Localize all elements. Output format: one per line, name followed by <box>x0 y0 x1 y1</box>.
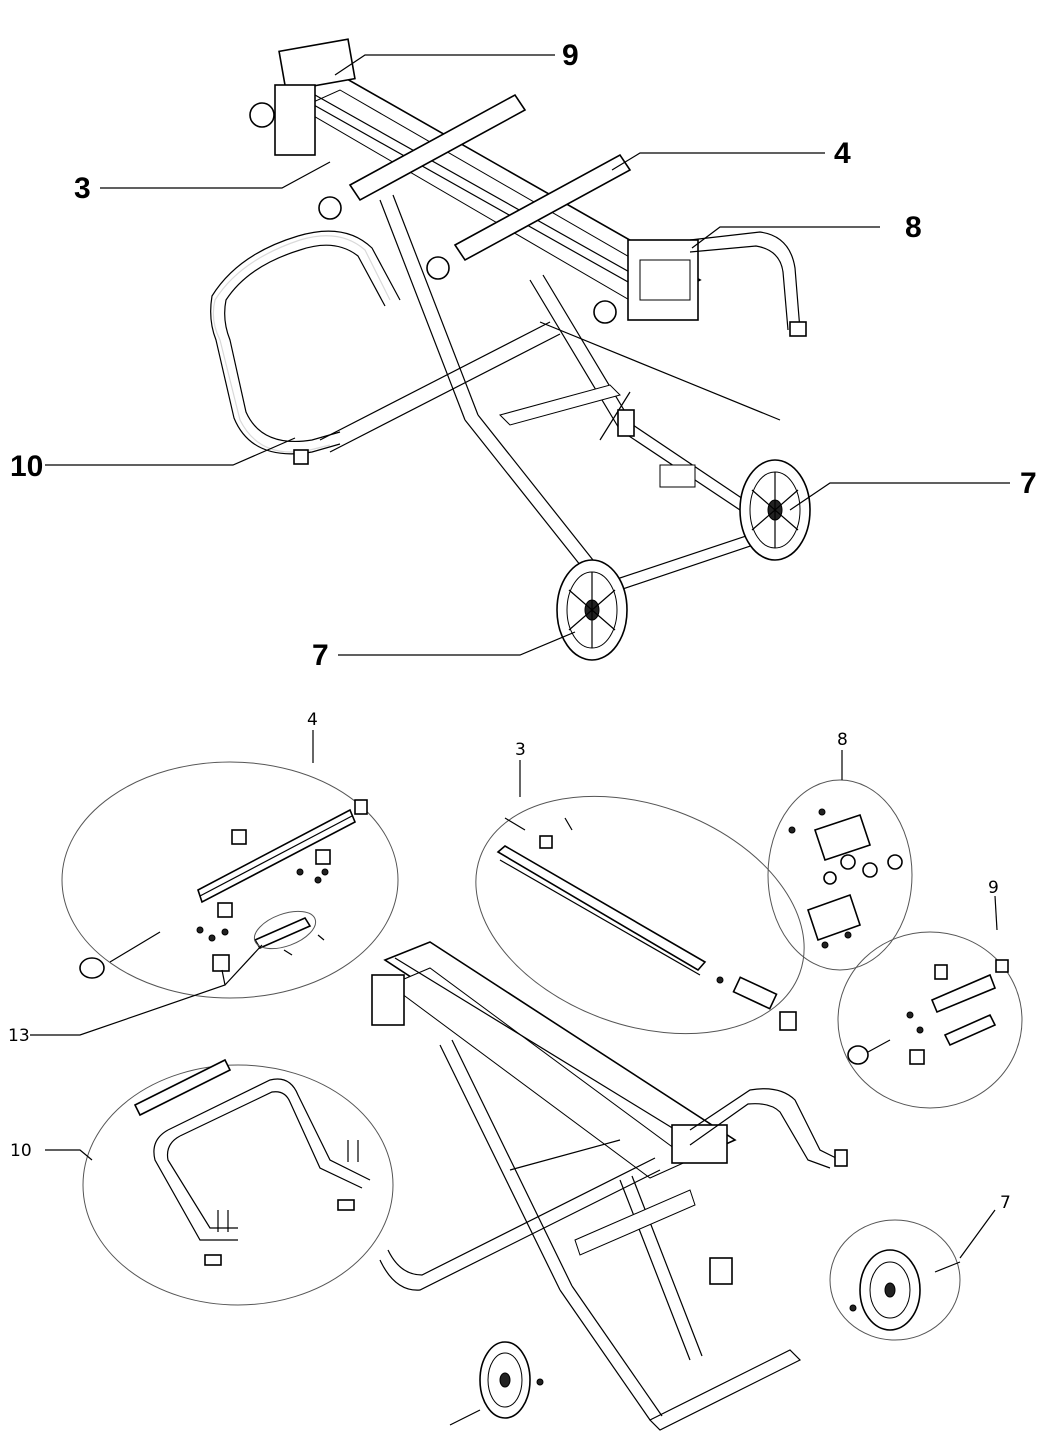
assembled-stand <box>210 38 811 661</box>
exploded-group-7 <box>829 1209 996 1341</box>
leg-foot <box>617 409 635 437</box>
exploded-group-3 <box>475 760 805 1035</box>
group-9: 9 <box>988 878 999 898</box>
foot-handle <box>293 449 309 465</box>
exploded-group-4 <box>61 730 399 999</box>
knob-arm-1 <box>318 196 342 220</box>
arm-9 <box>930 973 997 1014</box>
end-bracket-right-inner <box>639 259 691 301</box>
handle-loop-10 <box>153 1129 238 1241</box>
exploded-group-10 <box>45 1058 394 1306</box>
callout-10: 10 <box>10 450 43 483</box>
end-cap-4 <box>354 799 368 815</box>
support-arm-1 <box>348 93 527 202</box>
foot-right <box>789 321 807 337</box>
bracket-8-bottom <box>806 893 862 942</box>
exploded-group-9 <box>837 895 1023 1109</box>
rail-stand-side <box>389 967 691 1179</box>
rail-end-3 <box>732 976 778 1010</box>
bracket-8-top <box>813 813 872 862</box>
clip-4c <box>217 902 233 918</box>
foot-10b <box>337 1199 355 1211</box>
slider-13 <box>253 916 312 950</box>
callout-8: 8 <box>905 211 922 244</box>
group-8: 8 <box>837 730 848 750</box>
handle-outer <box>210 235 341 455</box>
block-9 <box>909 1049 925 1065</box>
callout-3: 3 <box>74 172 91 205</box>
group-13-highlight <box>253 910 317 950</box>
clip-9a <box>934 964 948 980</box>
handle-inner <box>224 249 341 443</box>
wheel-right <box>739 459 811 561</box>
knob-4 <box>79 957 105 979</box>
brace-plate <box>499 384 621 426</box>
bolt-block-3 <box>539 835 553 849</box>
tube-10 <box>133 1058 232 1117</box>
clip-4b <box>315 849 331 865</box>
group-10: 10 <box>10 1141 32 1161</box>
rail-3 <box>496 845 707 972</box>
group-13: 13 <box>8 1026 30 1046</box>
clip-9b <box>995 959 1009 973</box>
end-plate-left <box>274 84 316 156</box>
callout-7-left: 7 <box>312 639 329 672</box>
foot-10a <box>204 1254 222 1266</box>
group-4: 4 <box>307 710 318 730</box>
knob-rail-right <box>593 300 617 324</box>
knob-9 <box>847 1045 869 1065</box>
callout-7-right: 7 <box>1020 467 1037 500</box>
callout-9: 9 <box>562 39 579 72</box>
group-3: 3 <box>515 740 526 760</box>
wheel-left <box>556 559 628 661</box>
support-arm-2 <box>453 153 632 262</box>
clip-4a <box>231 829 247 845</box>
handle-top-1 <box>297 230 401 301</box>
group-7: 7 <box>1000 1193 1011 1213</box>
brace-stand <box>574 1189 696 1256</box>
callout-4: 4 <box>834 137 851 170</box>
block-13 <box>212 954 230 972</box>
exploded-stand <box>371 941 848 1431</box>
end-plate-stand <box>371 974 405 1026</box>
knob-arm-2 <box>426 256 450 280</box>
knob-left-top <box>249 102 275 128</box>
handle-top-2 <box>299 244 386 307</box>
end-block-stand <box>671 1124 728 1164</box>
cap-3 <box>779 1011 797 1031</box>
foot-stand-right <box>834 1149 848 1167</box>
slider-9 <box>943 1013 997 1047</box>
exploded-group-8 <box>767 750 913 971</box>
end-bracket-left <box>278 38 356 92</box>
latch-stand <box>709 1257 733 1285</box>
latch-plate <box>659 464 696 488</box>
leader-lines-top <box>45 54 1010 656</box>
